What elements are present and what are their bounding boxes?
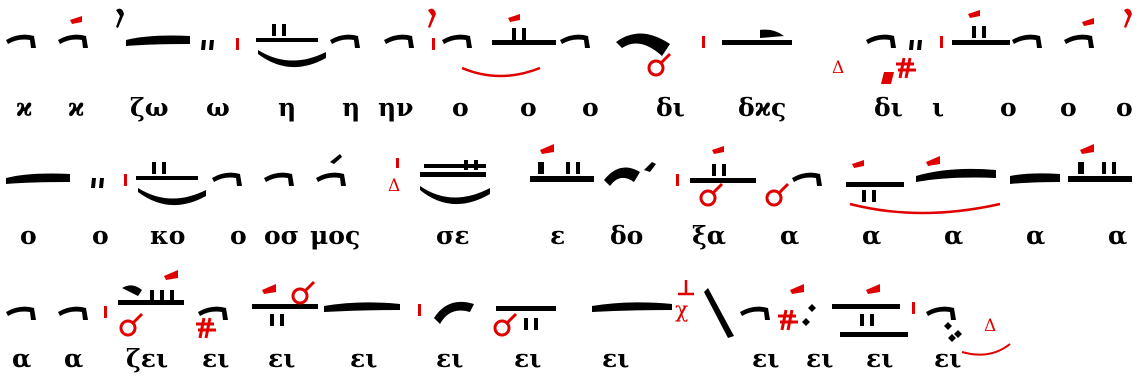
lyric-syllable: ϰ: [16, 93, 33, 122]
lyric-syllable: η: [278, 93, 297, 122]
lyric-syllable: ω: [206, 93, 230, 122]
lyric-syllable: δϰς: [738, 93, 787, 122]
lyric-syllable: ϰ: [68, 93, 85, 122]
lyric-syllable: ο: [582, 93, 599, 122]
lyric-syllable: ο: [92, 221, 109, 250]
lyric-syllable: ει: [350, 344, 378, 373]
lyric-syllable: οσ: [264, 221, 300, 250]
martyria-delta-2: Δ: [388, 176, 401, 196]
lyric-syllable: α: [12, 344, 32, 373]
lyric-syllable: α: [944, 221, 964, 250]
lyric-syllable: ει: [934, 344, 962, 373]
lyric-syllable: ζει: [126, 344, 169, 373]
lyric-syllable: α: [64, 344, 84, 373]
lyric-syllable: ει: [436, 344, 464, 373]
lyric-syllable: ο: [230, 221, 247, 250]
lyric-syllable: ει: [268, 344, 296, 373]
lyric-syllable: η: [342, 93, 361, 122]
lyric-syllable: ο: [1000, 93, 1017, 122]
neume-line-1: [6, 8, 1132, 84]
martyria-delta-3: Δ: [984, 316, 997, 336]
lyric-syllable: α: [1026, 221, 1046, 250]
lyric-syllable: ο: [520, 93, 537, 122]
lyric-syllable: ει: [806, 344, 834, 373]
lyric-syllable: ει: [202, 344, 230, 373]
neume-line-3: [6, 270, 1011, 356]
lyric-syllable: ε: [550, 221, 566, 250]
neume-line-2: [6, 144, 1132, 215]
lyric-syllable: ι: [932, 93, 945, 122]
lyric-syllable: ει: [866, 344, 894, 373]
martyria-delta-1: Δ: [832, 58, 845, 78]
lyric-syllable: δο: [610, 221, 644, 250]
lyric-syllable: ο: [1116, 93, 1133, 122]
lyric-syllable: μος: [310, 221, 361, 250]
lyric-syllable: ο: [1060, 93, 1077, 122]
lyric-syllable: ξα: [692, 221, 727, 250]
lyric-syllable: κο: [150, 221, 186, 250]
lyric-syllable: ην: [378, 93, 414, 122]
lyric-syllable: ο: [452, 93, 469, 122]
lyric-syllable: ο: [20, 221, 37, 250]
lyric-syllable: δι: [656, 93, 685, 122]
lyric-syllable: ει: [514, 344, 542, 373]
chi-sign: χ: [675, 298, 689, 323]
lyric-syllable: α: [862, 221, 882, 250]
lyric-syllable: α: [780, 221, 800, 250]
lyric-syllable: α: [1108, 221, 1128, 250]
lyric-syllable: ζω: [130, 93, 169, 122]
lyric-syllable: δι: [874, 93, 903, 122]
lyric-syllable: σε: [436, 221, 470, 250]
lyric-syllable: ει: [752, 344, 780, 373]
lyric-syllable: ει: [602, 344, 630, 373]
